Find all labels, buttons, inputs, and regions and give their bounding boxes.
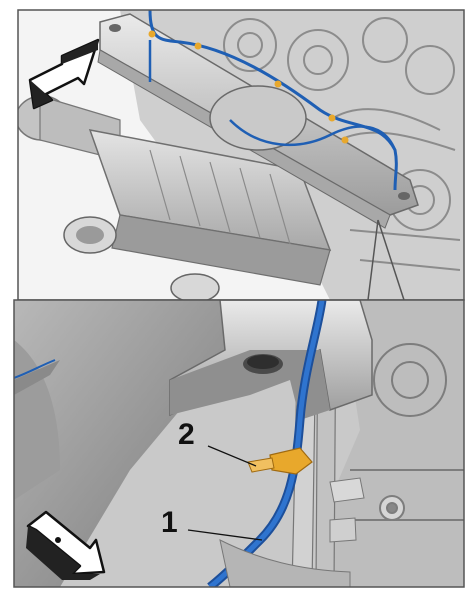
callout-label-2: 2 <box>178 418 195 451</box>
callout-label-1: 1 <box>161 506 178 539</box>
harness-clip <box>247 447 313 475</box>
overview-panel <box>17 9 465 301</box>
direction-arrow-icon <box>26 510 106 580</box>
callout-2-leader <box>207 445 257 467</box>
detail-panel <box>13 299 465 588</box>
direction-arrow-icon <box>28 38 100 110</box>
callout-1-leader <box>187 529 263 541</box>
